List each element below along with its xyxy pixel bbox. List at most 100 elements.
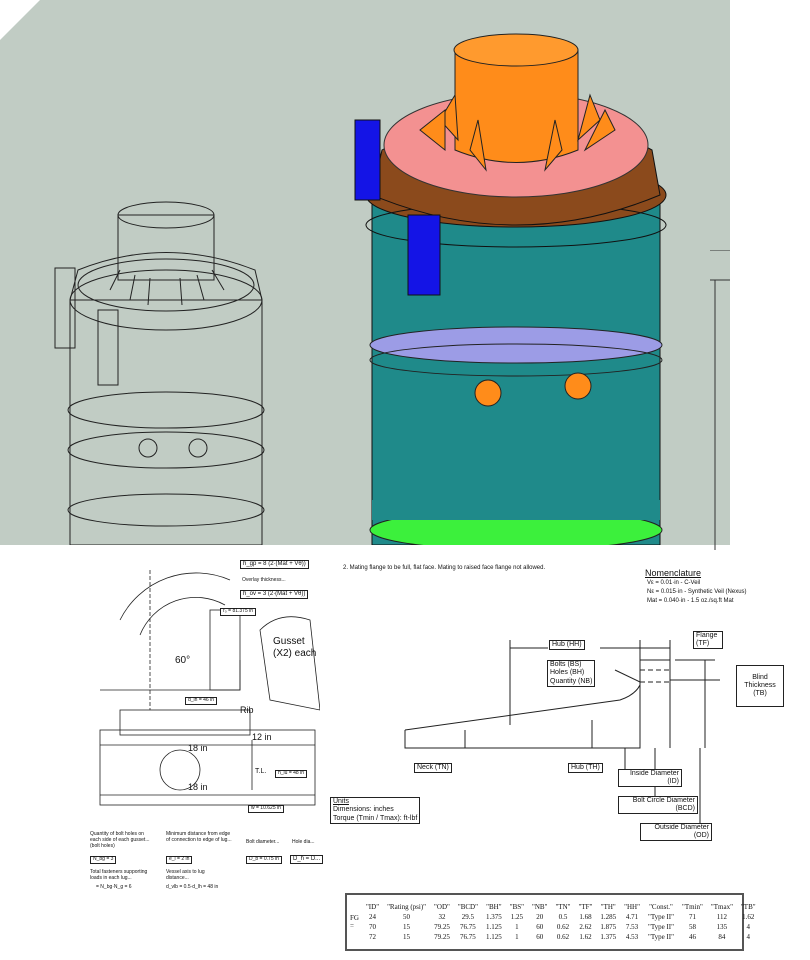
r0-value: r₀ = 81.375 in: [220, 608, 257, 616]
table-cell: 24: [369, 913, 376, 921]
flange-profile-svg: [404, 640, 720, 825]
dim-18in: 18 in: [188, 782, 208, 792]
table-cell: 1.125: [485, 933, 502, 941]
table-cell: 1.375: [600, 933, 617, 941]
hgp-value: h_gp = 8 (2·(Mat + Vθ)): [240, 560, 309, 569]
table-cell: 4: [746, 933, 751, 941]
flange-tf-label: Flange (TF): [693, 631, 723, 650]
nomenclature-item: Mat = 0.040·in - 1.5 oz./sq.ft Mat: [647, 598, 734, 604]
note-value: D_h = D...: [290, 855, 324, 864]
table-cell: 70: [369, 923, 376, 931]
table-cell: "TN": [555, 903, 571, 911]
w-value: w = 10.625 in: [248, 805, 284, 813]
table-cell: 1.285: [600, 913, 617, 921]
bcd-label: Bolt Circle Diameter (BCD): [618, 796, 698, 815]
table-cell: 1.375: [485, 913, 502, 921]
dlh-value: d_lh = 46 in: [185, 697, 217, 705]
side-nozzle: [474, 379, 502, 407]
lug-front: [407, 214, 441, 296]
fg-table: "ID""Rating (psi)""OD""BCD""BH""BS""NB""…: [362, 902, 760, 942]
table-cell: 71: [688, 913, 696, 921]
table-cell: 76.75: [460, 923, 476, 931]
table-cell: 29.5: [461, 913, 475, 921]
bolts-label: Bolts (BS): [550, 661, 582, 668]
bolts-label-box: Bolts (BS) Holes (BH) Quantity (NB): [547, 660, 596, 688]
gusset-label: Gusset (X2) each: [273, 636, 317, 659]
angle-label: 60°: [175, 655, 191, 666]
units-title: Units: [333, 798, 349, 805]
note-value: e_l = 2 in: [166, 856, 193, 864]
table-cell: 1.62: [579, 933, 592, 941]
table-cell: "NB": [532, 903, 548, 911]
fg-matrix: FG = "ID""Rating (psi)""OD""BCD""BH""BS"…: [345, 893, 756, 951]
table-cell: "BH": [486, 903, 502, 911]
table-cell: 32: [438, 913, 446, 921]
table-cell: "Type II": [647, 933, 674, 941]
table-cell: 7.53: [625, 923, 639, 931]
table-cell: 0.62: [556, 933, 570, 941]
od-label: Outside Diameter (OD): [640, 823, 712, 842]
table-cell: 15: [403, 933, 411, 941]
dim-18in: 18 in: [188, 743, 208, 753]
blind-thickness-label: Blind Thickness (TB): [736, 665, 784, 708]
vessel-render-svg: [0, 0, 667, 551]
table-cell: 1.62: [742, 913, 755, 921]
rib-label: Rib: [240, 705, 254, 715]
fg-label: FG =: [350, 914, 359, 930]
hub-th-label: Hub (TH): [568, 763, 603, 774]
dim-12in: 12 in: [252, 732, 272, 742]
units-box: Units Dimensions: inches Torque (Tmin / …: [330, 797, 421, 825]
corner-triangle: [0, 0, 40, 40]
table-cell: 4: [746, 923, 751, 931]
table-cell: 1.875: [600, 923, 617, 931]
wireframe-vessel: [54, 201, 265, 546]
table-cell: "TH": [600, 903, 616, 911]
table-cell: 76.75: [460, 933, 476, 941]
note-value: = N_bg·N_g = 6: [96, 884, 132, 890]
table-cell: 15: [403, 923, 411, 931]
table-cell: 1: [515, 933, 519, 941]
units-torque: Torque (Tmin / Tmax): ft-lbf: [333, 814, 418, 822]
note-value: N_bg = 3: [90, 856, 117, 864]
side-nozzle: [564, 372, 592, 400]
table-cell: "HH": [624, 903, 640, 911]
flange-note: 2. Mating flange to be full, flat face. …: [343, 565, 546, 571]
table-cell: "TB": [740, 903, 756, 911]
table-cell: 58: [688, 923, 696, 931]
hub-hh-label: Hub (HH): [549, 640, 585, 651]
holes-label: Holes (BH): [550, 669, 585, 677]
table-cell: 135: [716, 923, 728, 931]
lug-drawing: h_gp = 8 (2·(Mat + Vθ)) Overlay thicknes…: [80, 560, 321, 820]
table-cell: 50: [403, 913, 411, 921]
table-cell: "OD": [434, 903, 450, 911]
colored-vessel: [354, 33, 667, 551]
top-nozzle: [454, 49, 579, 163]
quantity-label: Quantity (NB): [550, 677, 593, 685]
table-cell: 60: [536, 933, 544, 941]
nomenclature-item: Vε = 0.01·in - C-Veil: [647, 580, 701, 586]
note-label: Minimum distance from edge of connection…: [166, 831, 232, 843]
lug-drawing-svg: [99, 570, 321, 806]
note-value: d_vlb = 0.5·d_lh = 48 in: [166, 884, 219, 890]
units-dimensions: Dimensions: inches: [333, 806, 394, 814]
table-cell: 84: [718, 933, 726, 941]
table-cell: "BCD": [457, 903, 478, 911]
overlay-label: Overlay thickness...: [242, 577, 286, 583]
table-cell: 79.25: [434, 923, 450, 931]
table-cell: "TF": [578, 903, 593, 911]
table-cell: 4.53: [625, 933, 639, 941]
dimension-line: [710, 250, 730, 550]
lug-notes: Quantity of bolt holes on each side of e…: [90, 831, 340, 892]
table-cell: 0.62: [556, 923, 570, 931]
table-row: "ID""Rating (psi)""OD""BCD""BH""BS""NB""…: [362, 902, 760, 912]
nomenclature-item: Nε = 0.015·in - Synthetic Veil (Nexus): [647, 589, 747, 595]
band-ring: [369, 326, 663, 364]
table-cell: 1.125: [485, 923, 502, 931]
hov-value: h_ov = 3 (2·(Mat + Vθ)): [240, 590, 309, 599]
table-cell: 1.68: [579, 913, 592, 921]
note-label: Quantity of bolt holes on each side of e…: [90, 831, 150, 849]
table-cell: 112: [716, 913, 728, 921]
table-cell: 0.5: [558, 913, 568, 921]
